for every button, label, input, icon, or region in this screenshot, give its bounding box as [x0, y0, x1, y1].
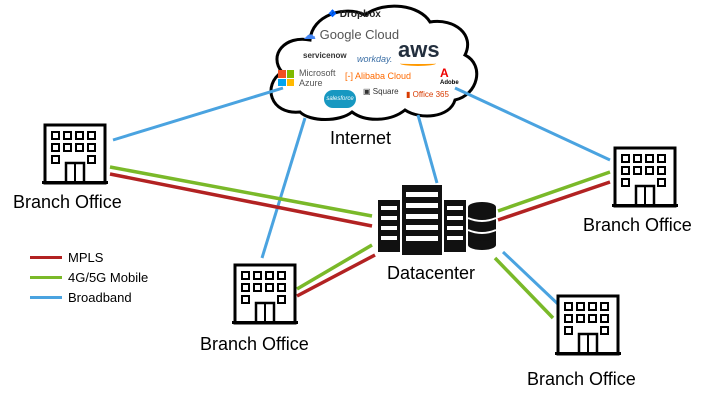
alibaba-cloud-logo: [-] Alibaba Cloud [345, 71, 412, 81]
servicenow-logo: servicenow [303, 51, 347, 60]
branch-office-bottom-label: Branch Office [527, 369, 636, 389]
branch-office-bottom-building-icon [555, 294, 621, 356]
legend-mpls: MPLS [30, 250, 103, 265]
broadband-link-datacenter-internet [416, 114, 439, 184]
mobile-link-left [109, 165, 373, 218]
broadband-link-datacenter-bottom [501, 250, 562, 308]
dropbox-logo: ❖ Dropbox [328, 9, 381, 20]
branch-office-right-building-icon [612, 146, 678, 208]
mobile-link-bottom [493, 256, 555, 320]
branch-office-center-label: Branch Office [200, 334, 309, 354]
mpls-link-right [497, 180, 611, 222]
square-logo: ▣ Square [363, 87, 399, 96]
legend-label: MPLS [68, 250, 104, 265]
aws-logo: aws [398, 37, 440, 62]
workday-logo: workday. [357, 54, 393, 64]
datacenter-label: Datacenter [387, 263, 476, 283]
broadband-link-right-internet [454, 86, 611, 162]
mpls-link-left [109, 172, 373, 228]
legend-broadband: Broadband [30, 290, 132, 305]
branch-office-center-building-icon [232, 263, 298, 325]
google-cloud-logo: ☁ Google Cloud [303, 27, 400, 42]
broadband-link-center-internet [260, 117, 307, 259]
mobile-link-right [497, 170, 611, 213]
branch-office-right-label: Branch Office [583, 215, 692, 235]
broadband-link-left-internet [112, 86, 284, 142]
mpls-link-center [296, 253, 376, 298]
aws-smile-icon [400, 61, 436, 66]
legend-mobile: 4G/5G Mobile [30, 270, 148, 285]
internet-label: Internet [330, 128, 392, 148]
office365-logo: ▮ Office 365 [406, 90, 449, 99]
adobe-icon: A [440, 66, 449, 80]
salesforce-logo: salesforce [324, 90, 356, 108]
mobile-link-center [296, 243, 373, 291]
datacenter-icon [378, 185, 497, 255]
adobe-logo: Adobe [440, 80, 459, 86]
branch-office-left-building-icon [42, 123, 108, 185]
legend-label: 4G/5G Mobile [68, 270, 149, 285]
legend-label: Broadband [68, 290, 132, 305]
branch-office-left-label: Branch Office [13, 192, 122, 212]
microsoft-icon [278, 70, 294, 86]
internet-cloud [269, 4, 479, 121]
